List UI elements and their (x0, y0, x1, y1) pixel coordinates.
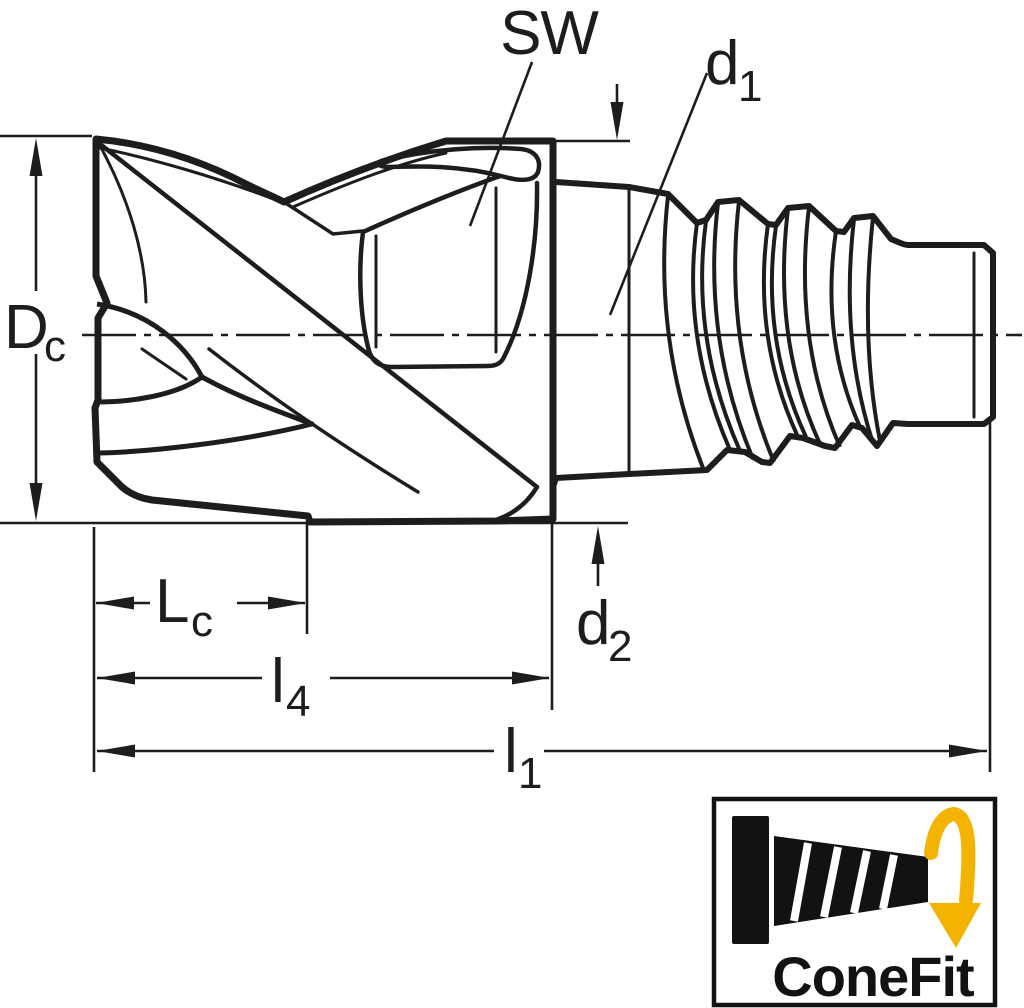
main-flute-cutting-edge (97, 141, 540, 490)
label-l1: l (504, 717, 517, 786)
conefit-badge: ConeFit (711, 796, 998, 1008)
corner-relief-curve (490, 484, 540, 524)
label-l1-sub: 1 (518, 749, 542, 798)
wrench-flat (358, 145, 542, 370)
label-d2-sub: 2 (608, 622, 632, 671)
label-d1: d (705, 29, 738, 98)
arrowhead-down (29, 483, 43, 521)
label-l4: l (271, 647, 284, 716)
valley-to-flat-line (282, 200, 365, 236)
badge-label: ConeFit (772, 945, 974, 1008)
cutter-head (91, 135, 557, 526)
label-l4-sub: 4 (286, 677, 310, 726)
arrowhead-down-at-shank-top (610, 102, 624, 140)
label-sw: SW (500, 0, 599, 68)
cone-icon (732, 816, 928, 944)
dimension-d1: d 1 (608, 29, 762, 316)
dimension-lc: L c (96, 567, 306, 646)
d1-leader-line (608, 72, 709, 316)
cutter-head-outline (91, 135, 557, 526)
shank-outline (550, 179, 996, 490)
chip-breaker-line-long (207, 347, 420, 494)
top-edge-land-line (98, 146, 283, 204)
dimension-d2: d 2 (553, 84, 632, 671)
label-dc: D (4, 293, 48, 362)
shank-threaded-adaptor (550, 179, 996, 490)
label-d1-sub: 1 (738, 62, 762, 111)
dimension-l4: l 4 (97, 647, 550, 726)
dimension-l1: l 1 (97, 717, 987, 798)
dimension-sw: SW (468, 0, 600, 227)
gash-line (94, 421, 315, 456)
arrowhead-up-at-shank-bottom (591, 526, 605, 564)
flat-rounded-top-corner (376, 145, 542, 183)
arrowhead-up (29, 138, 43, 176)
chip-breaker-line-small (140, 347, 188, 381)
left-flute-curve (96, 140, 148, 304)
label-dc-sub: c (44, 322, 66, 371)
lower-flute-edge (199, 374, 315, 427)
label-d2: d (576, 589, 609, 658)
dimension-dc: D c (0, 134, 628, 525)
top-right-edge-land-line (291, 151, 448, 209)
label-lc-sub: c (191, 597, 213, 646)
sw-leader-line (468, 61, 534, 227)
label-lc: L (155, 567, 188, 636)
rotation-arrow-icon (924, 806, 981, 948)
